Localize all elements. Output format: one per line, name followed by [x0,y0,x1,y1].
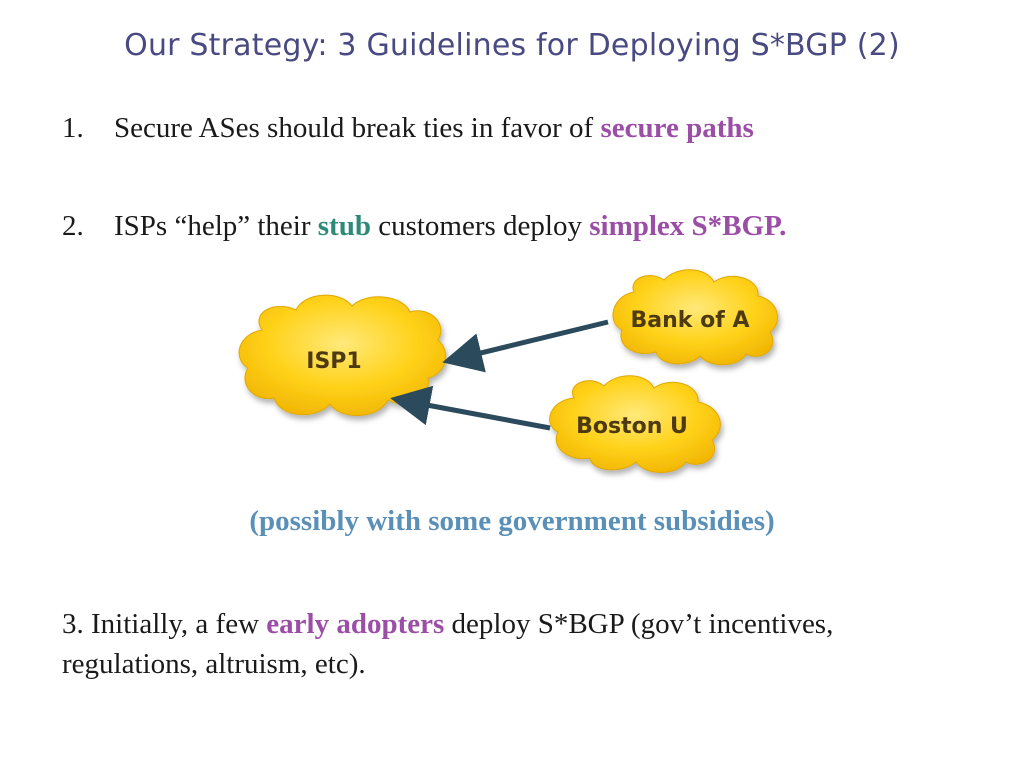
guideline-2-highlight-stub: stub [317,210,371,242]
cloud-boston-u [549,375,721,473]
guideline-1-highlight: secure paths [600,112,754,144]
slide-title: Our Strategy: 3 Guidelines for Deploying… [124,28,900,63]
guideline-3: 3. Initially, a few early adopters deplo… [62,604,962,684]
guideline-1-number: 1. [62,112,84,144]
arrow-boston-to-isp1 [390,385,551,431]
guideline-3-highlight: early adopters [266,608,445,640]
guideline-2: 2. ISPs “help” their stub customers deplo… [62,210,786,243]
guideline-1: 1. Secure ASes should break ties in favor… [62,112,754,145]
guideline-1-text: Secure ASes should break ties in favor o… [114,112,601,144]
node-boston-u-label: Boston U [576,414,688,439]
guideline-2-text-a: ISPs “help” their [114,210,318,242]
cloud-isp1 [238,294,447,417]
cloud-bank-of-a [612,269,779,366]
guideline-2-text-b: customers deploy [370,210,590,242]
subsidies-note: (possibly with some government subsidies… [249,505,775,537]
guideline-2-highlight-simplex: simplex S*BGP. [589,210,787,242]
guideline-3-lead: 3. Initially, a few [62,608,267,640]
node-isp1-label: ISP1 [306,349,361,374]
arrow-bank-to-isp1 [442,319,609,373]
node-bank-of-a-label: Bank of A [631,308,750,333]
guideline-2-number: 2. [62,210,84,242]
guideline-3-rest: deploy S*BGP (gov’t incentives, regulati… [62,608,834,680]
